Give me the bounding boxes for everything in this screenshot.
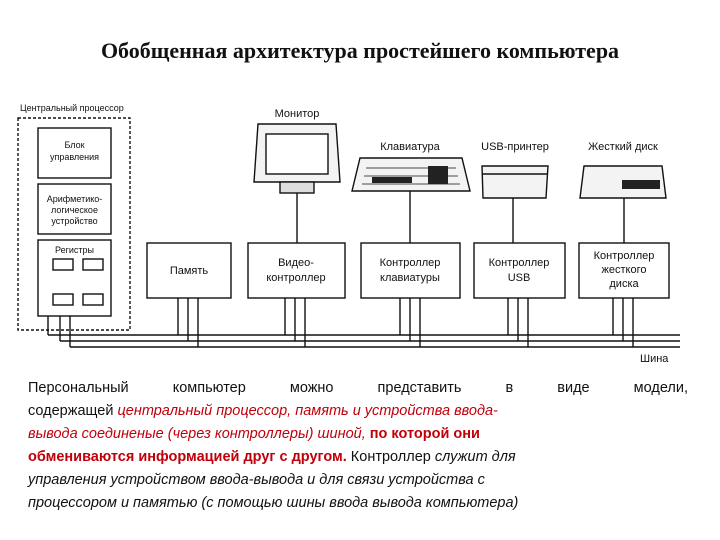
caption-line-1: Персональный компьютер можно представить…	[28, 380, 688, 396]
caption-line-4: обмениваются информацией друг с другом. …	[28, 446, 688, 469]
page-title: Обобщенная архитектура простейшего компь…	[100, 38, 620, 63]
caption-text: Контроллер	[346, 449, 435, 465]
description-text: Персональный компьютер можно представить…	[28, 377, 688, 515]
hard-disk-label: Жесткий диск	[588, 141, 658, 153]
keyboard-controller-box	[360, 242, 461, 299]
memory-label: Память	[170, 265, 209, 277]
caption-highlight: центральный процессор, память и устройст…	[117, 403, 498, 419]
caption-line-5: управления устройством ввода-вывода и дл…	[28, 472, 485, 488]
monitor-icon	[253, 123, 341, 194]
caption-text: содержащей	[28, 403, 118, 419]
printer-label: USB-принтер	[481, 141, 549, 153]
caption-line-6: процессором и памятью (с помощью шины вв…	[28, 495, 519, 511]
video-controller-label-1: Видео-	[278, 257, 314, 269]
alu-label-1: Арифметико-	[47, 194, 103, 204]
alu-label-2: логическое	[51, 205, 98, 215]
monitor-label: Монитор	[275, 108, 320, 120]
architecture-diagram: Центральный процессор Блок управления Ар…	[17, 103, 680, 365]
memory-box	[146, 242, 232, 299]
caption-italic: служит для	[434, 449, 516, 465]
register-cell	[82, 258, 104, 271]
caption-highlight: обмениваются информацией друг с другом.	[28, 449, 347, 465]
control-unit-label-1: Блок	[64, 140, 84, 150]
alu-box	[37, 183, 112, 235]
control-unit-box	[37, 127, 112, 179]
register-cell	[52, 258, 74, 271]
bus-connectors	[177, 298, 634, 347]
caption-highlight: вывода соединеные (через контроллеры) ши…	[28, 426, 370, 442]
keyboard-icon	[351, 157, 471, 192]
usb-controller-box	[473, 242, 566, 299]
caption-line-3: вывода соединеные (через контроллеры) ши…	[28, 423, 688, 446]
hard-disk-icon	[579, 165, 667, 199]
disk-controller-label-3: диска	[609, 278, 639, 290]
keyboard-controller-label-2: клавиатуры	[380, 272, 440, 284]
usb-controller-label-1: Контроллер	[489, 257, 550, 269]
alu-label-3: устройство	[51, 216, 97, 226]
registers-label: Регистры	[55, 245, 94, 255]
register-cell	[82, 293, 104, 306]
cpu-outline	[17, 117, 131, 331]
control-unit-label-2: управления	[50, 152, 99, 162]
keyboard-controller-label-1: Контроллер	[380, 257, 441, 269]
usb-controller-label-2: USB	[508, 272, 531, 284]
disk-controller-label-1: Контроллер	[594, 250, 655, 262]
keyboard-label: Клавиатура	[380, 141, 440, 153]
registers-box	[37, 239, 112, 317]
video-controller-label-2: контроллер	[266, 272, 325, 284]
bus-label: Шина	[640, 353, 669, 365]
caption-line-2: содержащей центральный процессор, память…	[28, 400, 688, 423]
register-cell	[52, 293, 74, 306]
disk-controller-label-2: жесткого	[602, 264, 647, 276]
video-controller-box	[247, 242, 346, 299]
printer-icon	[481, 165, 549, 199]
caption-highlight: по которой они	[369, 426, 480, 442]
cpu-label: Центральный процессор	[20, 103, 124, 113]
